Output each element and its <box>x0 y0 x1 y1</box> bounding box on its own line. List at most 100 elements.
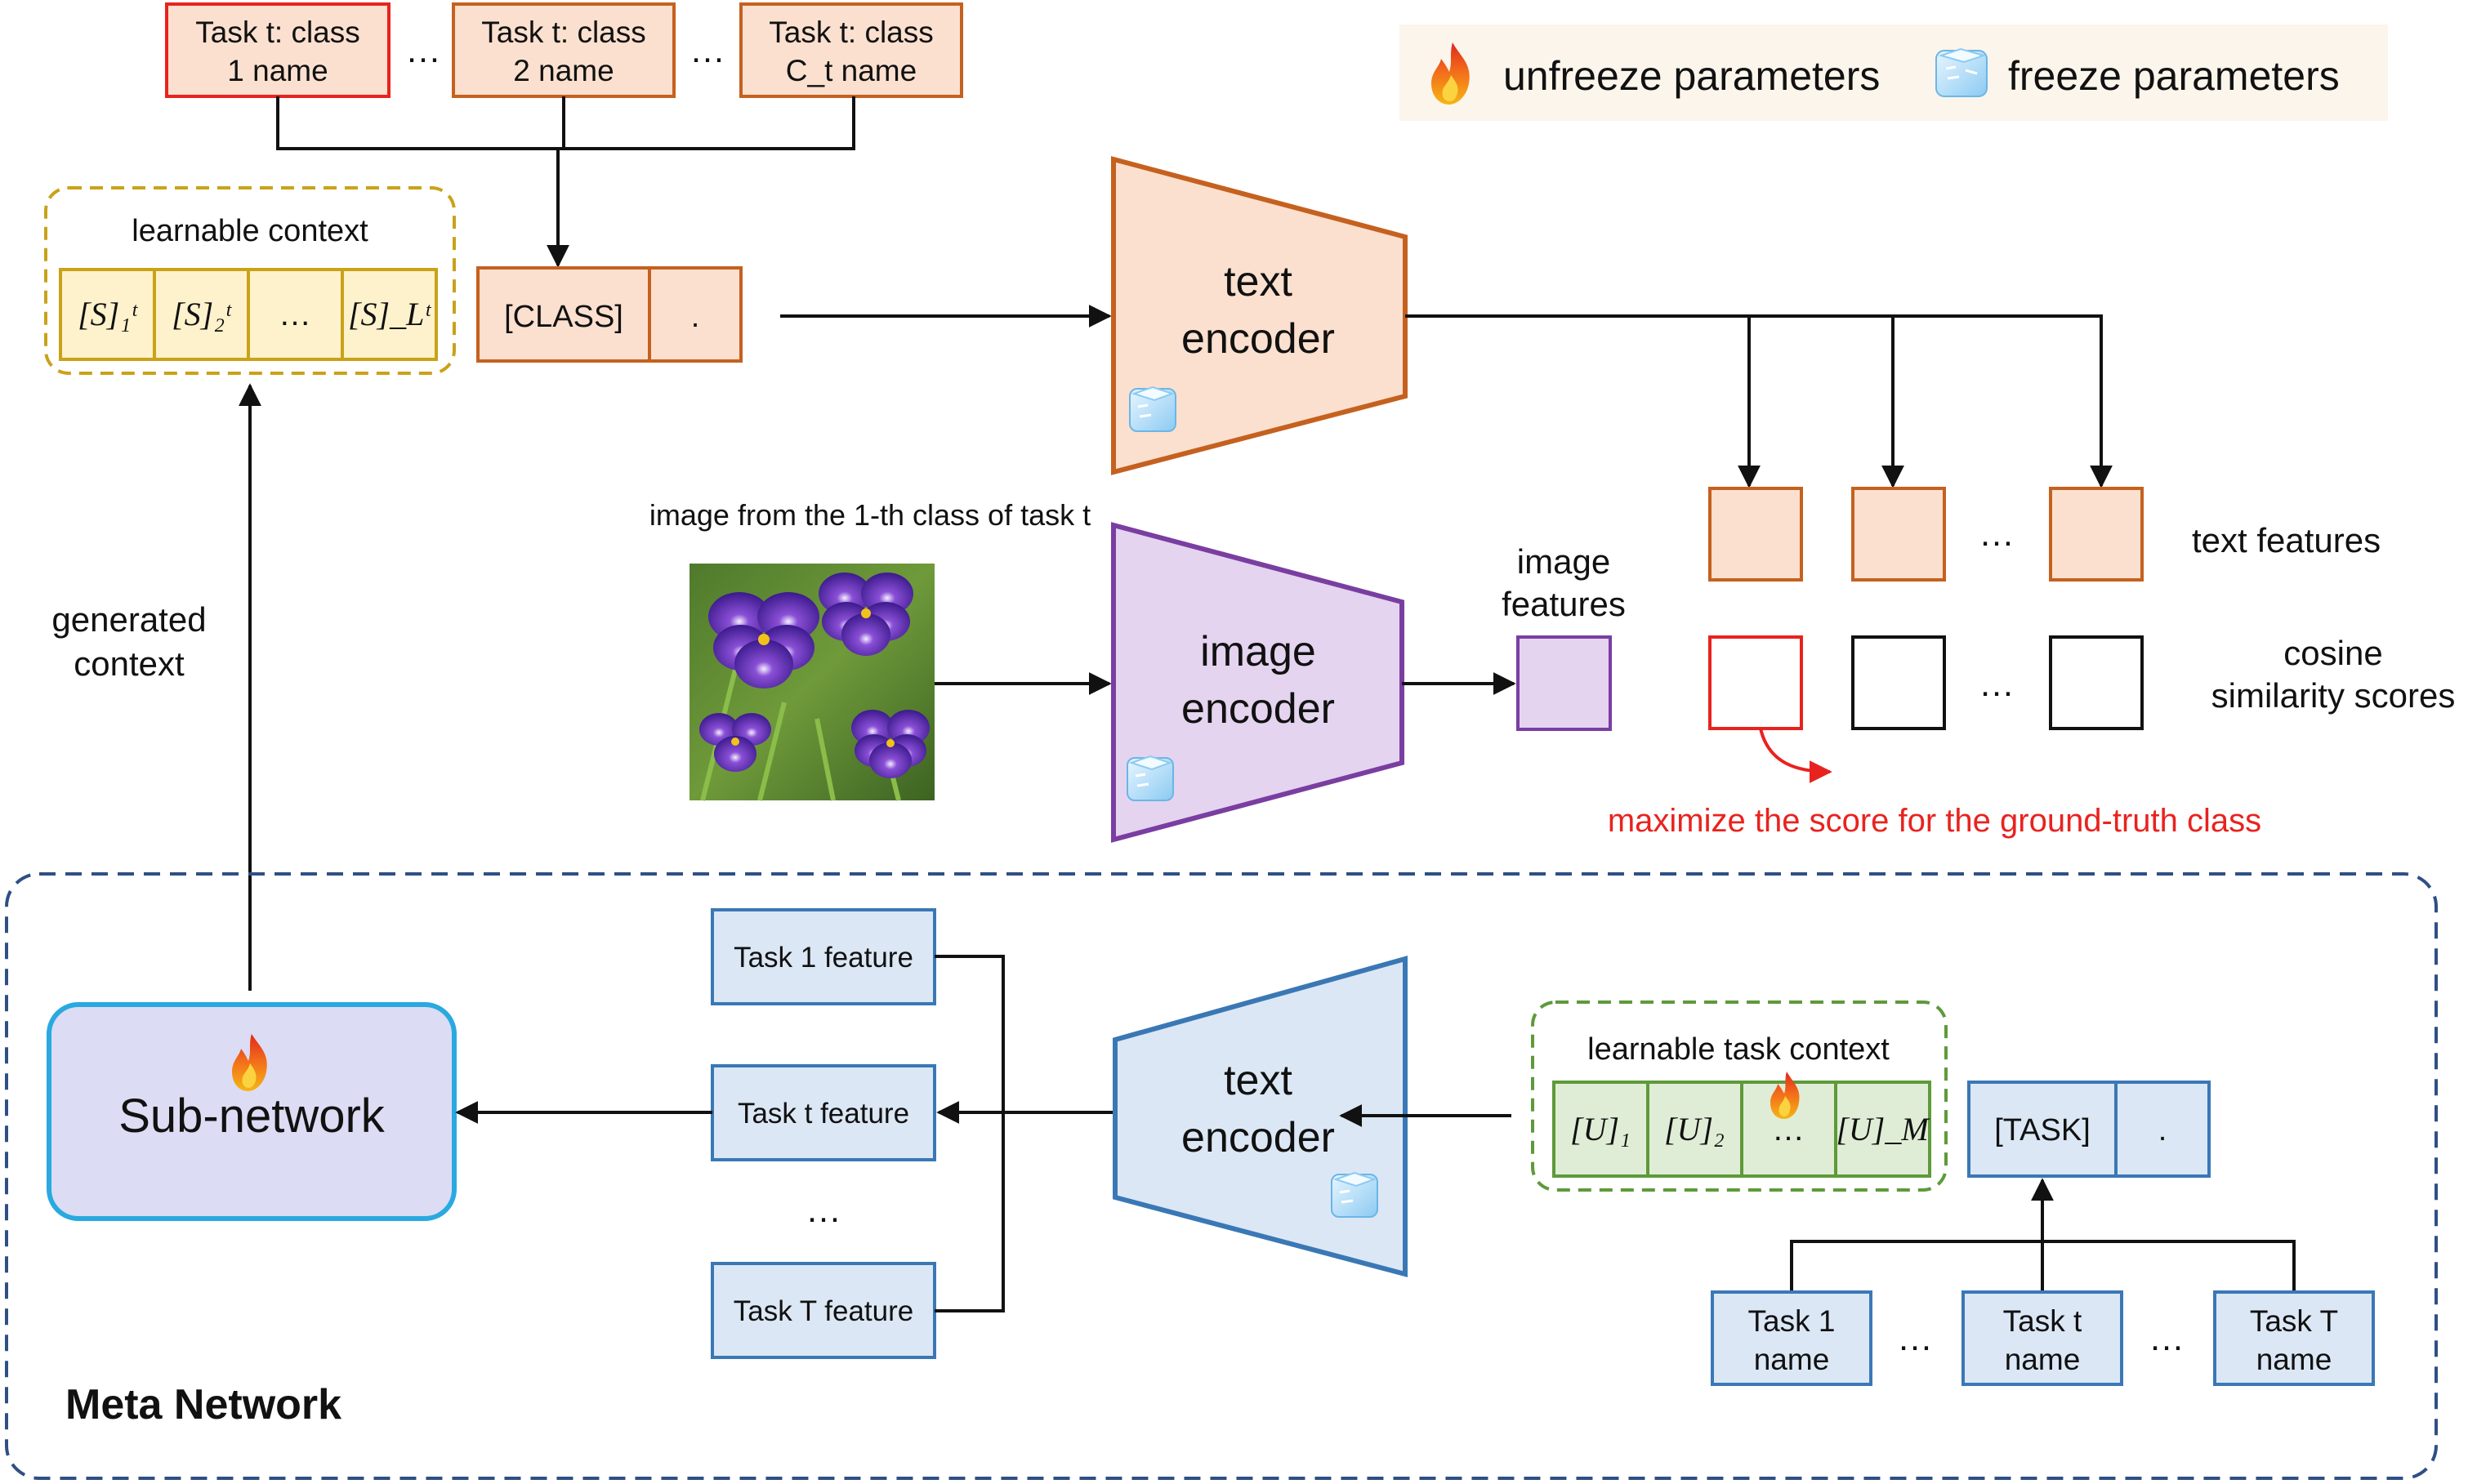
learnable-context-dashed-frame <box>44 186 456 375</box>
legend-background <box>1399 25 2388 121</box>
class-2-name-line2: 2 name <box>513 54 614 87</box>
task-names-ellipsis-2: … <box>2149 1318 2185 1358</box>
text-features-ellipsis: … <box>1979 514 2015 554</box>
legend: unfreeze parameters freeze parameters <box>1399 25 2388 121</box>
learnable-context-title: learnable context <box>132 214 368 248</box>
text-feature-box-2 <box>1851 487 1946 582</box>
class-names-ellipsis-2: … <box>690 30 725 70</box>
task-context-dashed-frame <box>1531 1000 1948 1192</box>
ice-cube-icon <box>1935 47 1988 97</box>
image-encoder: image encoder <box>1111 522 1404 843</box>
text-encoder-top: text encoder <box>1111 156 1408 475</box>
generated-context-line2: context <box>74 644 185 683</box>
task-name-connectors <box>1790 1178 2296 1292</box>
task-name-1-line1: Task 1 <box>1748 1304 1836 1338</box>
class-ct-name-box <box>739 2 963 98</box>
task-feature-box-1 <box>711 908 936 1005</box>
flame-icon <box>1431 42 1470 105</box>
meta-network-title: Meta Network <box>65 1381 341 1428</box>
task-token-label: [TASK] <box>1994 1113 2091 1148</box>
task-name-box-T <box>2213 1290 2375 1386</box>
class-period-label: . <box>691 300 700 334</box>
class-1-name-line2: 1 name <box>227 54 328 87</box>
task-period-label: . <box>2158 1113 2167 1148</box>
image-features-line2: features <box>1502 585 1626 623</box>
class-names-ellipsis-1: … <box>405 30 441 70</box>
flame-icon <box>232 1034 267 1091</box>
class-token-label: [CLASS] <box>504 300 623 334</box>
task-name-t-line2: name <box>2005 1343 2081 1376</box>
ice-cube-icon <box>1127 755 1174 801</box>
task-name-T-line1: Task T <box>2250 1304 2338 1338</box>
ice-cube-icon <box>1331 1171 1378 1218</box>
task-name-T-line2: name <box>2256 1343 2332 1376</box>
context-token-s1 <box>59 268 156 361</box>
generated-context-line1: generated <box>51 600 206 639</box>
subnetwork-box <box>47 1002 457 1221</box>
task-features-ellipsis: … <box>806 1190 841 1230</box>
meta-network: Meta Network Sub-network Task 1 feature … <box>5 872 2438 1480</box>
task-context-token-u2 <box>1646 1081 1743 1178</box>
class-ct-name-line1: Task t: class <box>769 16 934 49</box>
class-name-boxes: Task t: class 1 name … Task t: class 2 n… <box>165 2 963 98</box>
image-encoder-line2: encoder <box>1181 685 1335 733</box>
text-encoder-top-line2: encoder <box>1181 315 1335 363</box>
maximize-score-text: maximize the score for the ground-truth … <box>1608 803 2261 839</box>
meta-text-encoder-line2: encoder <box>1181 1114 1335 1161</box>
context-token-sl <box>341 268 438 361</box>
class-2-name-box <box>452 2 676 98</box>
cosine-label-line1: cosine <box>2283 634 2382 672</box>
image-features: image features <box>1502 542 1626 731</box>
ice-cube-icon <box>1129 385 1176 432</box>
class-1-name-line1: Task t: class <box>195 16 360 49</box>
context-token-dots <box>247 268 344 361</box>
text-encoder-top-shape <box>1111 156 1408 475</box>
image-encoder-shape <box>1111 522 1404 843</box>
image-features-line1: image <box>1517 542 1610 581</box>
text-feature-box-ct <box>2049 487 2144 582</box>
legend-unfreeze-label: unfreeze parameters <box>1503 53 1880 99</box>
cosine-label-line2: similarity scores <box>2211 676 2456 715</box>
task-context-token-um <box>1834 1081 1931 1178</box>
task-context-title: learnable task context <box>1587 1032 1890 1067</box>
task-name-box-t <box>1961 1290 2123 1386</box>
context-token-s1-label: [S]₁ᵗ <box>78 296 138 332</box>
context-token-s2-label: [S]₂ᵗ <box>172 296 232 332</box>
learnable-context-group: learnable context [S]₁ᵗ [S]₂ᵗ … [S]_Lᵗ <box>44 186 456 375</box>
text-features: … text features <box>1708 487 2381 582</box>
class-ct-name-line2: C_t name <box>786 54 917 87</box>
cosine-score-box-ct <box>2049 635 2144 730</box>
task-names-ellipsis-1: … <box>1897 1318 1933 1358</box>
text-features-label: text features <box>2192 521 2381 559</box>
subnetwork-label: Sub-network <box>118 1090 386 1143</box>
flower-image <box>690 564 935 801</box>
task-name-1-line2: name <box>1754 1343 1830 1376</box>
text-feature-box-1 <box>1708 487 1803 582</box>
text-encoder-top-line1: text <box>1224 258 1292 305</box>
cosine-score-box-gt <box>1708 635 1803 730</box>
task-period-box <box>2114 1081 2211 1178</box>
task-name-box-1 <box>1711 1290 1872 1386</box>
flame-icon <box>1770 1072 1800 1119</box>
task-context-token-u1-label: [U]₁ <box>1570 1111 1631 1148</box>
legend-freeze-label: freeze parameters <box>2008 53 2340 99</box>
image-encoder-line1: image <box>1200 628 1316 675</box>
task-name-t-line1: Task t <box>2003 1304 2082 1338</box>
cosine-score-box-2 <box>1851 635 1946 730</box>
task-feature-t-label: Task t feature <box>738 1098 909 1130</box>
meta-text-encoder-line1: text <box>1224 1057 1292 1104</box>
class-period-box <box>648 266 743 363</box>
cosine-scores-ellipsis: … <box>1979 664 2015 704</box>
task-context-token-u2-label: [U]₂ <box>1664 1111 1725 1148</box>
class-prompt: [CLASS] . <box>476 266 743 363</box>
cosine-scores: … cosine similarity scores maximize the … <box>1608 634 2456 839</box>
task-feature-1-label: Task 1 feature <box>734 942 913 974</box>
class-name-connectors <box>276 96 855 268</box>
context-token-sl-label: [S]_Lᵗ <box>348 296 431 332</box>
task-feature-T-label: Task T feature <box>734 1295 914 1327</box>
text-feature-connectors <box>1405 314 2113 488</box>
image-caption: image from the 1-th class of task t <box>649 498 1091 532</box>
class-2-name-line1: Task t: class <box>481 16 646 49</box>
image-feature-box <box>1516 635 1612 731</box>
